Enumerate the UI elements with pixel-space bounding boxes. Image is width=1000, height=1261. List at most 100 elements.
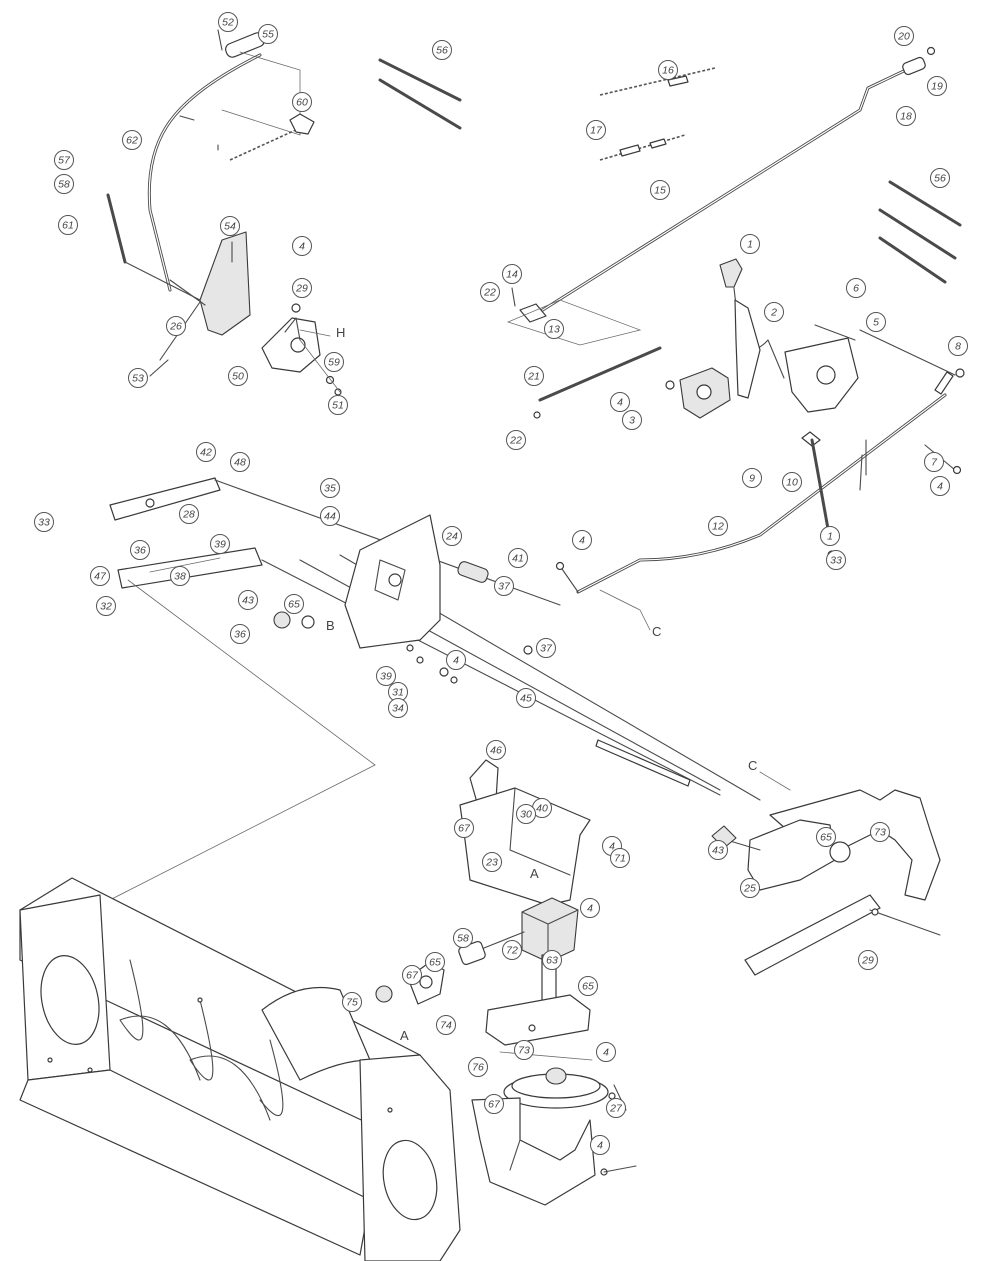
callout-number: 58	[58, 179, 70, 191]
callout-39: 39	[210, 534, 230, 554]
callout-number: 4	[597, 1140, 603, 1152]
callout-circle	[442, 526, 462, 546]
callout-circle	[228, 366, 248, 386]
callout-number: 35	[324, 483, 336, 495]
callout-number: 50	[232, 371, 244, 383]
callout-number: 5	[873, 317, 879, 329]
callout-number: 12	[712, 521, 724, 533]
callout-number: 48	[234, 457, 246, 469]
callout-number: 7	[931, 457, 938, 469]
callout-number: 29	[295, 283, 308, 295]
callout-8: 8	[948, 336, 968, 356]
callout-4: 4	[580, 898, 600, 918]
callout-62: 62	[122, 130, 142, 150]
callout-circle	[650, 180, 670, 200]
callout-number: 15	[654, 185, 666, 197]
callout-number: 53	[132, 373, 144, 385]
callout-number: 4	[453, 655, 459, 667]
callout-number: 10	[786, 477, 798, 489]
callout-22: 22	[480, 282, 500, 302]
callout-13: 13	[544, 319, 564, 339]
callout-circle	[658, 60, 678, 80]
callout-number: 27	[609, 1103, 623, 1115]
callout-number: 65	[429, 957, 441, 969]
callout-number: 57	[58, 155, 71, 167]
callout-52: 52	[218, 12, 238, 32]
callout-number: 67	[406, 970, 419, 982]
callout-26: 26	[166, 316, 186, 336]
callout-24: 24	[442, 526, 462, 546]
callout-circle	[894, 26, 914, 46]
callout-number: 21	[527, 371, 540, 383]
callout-48: 48	[230, 452, 250, 472]
callout-circle	[948, 336, 968, 356]
callout-number: 23	[485, 857, 498, 869]
callout-28: 28	[179, 504, 199, 524]
callout-circle	[927, 76, 947, 96]
callout-42: 42	[196, 442, 216, 462]
callout-number: 73	[518, 1045, 530, 1057]
callout-number: 73	[874, 827, 886, 839]
callout-circle	[230, 624, 250, 644]
callout-7: 7	[924, 452, 944, 472]
callout-60: 60	[292, 92, 312, 112]
callout-number: 32	[100, 601, 112, 613]
callout-circle	[486, 740, 506, 760]
callout-54: 54	[220, 216, 240, 236]
callout-circle	[425, 952, 445, 972]
callout-4: 4	[446, 650, 466, 670]
right-bracket-assembly: C	[711, 758, 941, 976]
callout-45: 45	[516, 688, 536, 708]
callout-circle	[516, 804, 536, 824]
callout-circle	[924, 452, 944, 472]
callout-circle	[896, 106, 916, 126]
callout-circle	[130, 540, 150, 560]
callout-number: 36	[134, 545, 146, 557]
callout-4: 4	[596, 1042, 616, 1062]
callout-12: 12	[708, 516, 728, 536]
callout-number: 4	[617, 397, 623, 409]
callout-number: 14	[506, 269, 518, 281]
callout-1: 1	[820, 526, 840, 546]
callout-number: 71	[614, 853, 626, 865]
callout-circle	[432, 40, 452, 60]
callout-57: 57	[54, 150, 74, 170]
callout-50: 50	[228, 366, 248, 386]
callout-33: 33	[826, 550, 846, 570]
callout-14: 14	[502, 264, 522, 284]
callout-number: 22	[483, 287, 496, 299]
callout-number: 19	[931, 81, 943, 93]
callout-56: 56	[930, 168, 950, 188]
callout-circle	[96, 596, 116, 616]
callout-number: 54	[224, 221, 236, 233]
callout-29: 29	[858, 950, 878, 970]
callout-number: 52	[222, 17, 234, 29]
callout-number: 62	[126, 135, 138, 147]
callout-circle	[622, 410, 642, 430]
callout-61: 61	[58, 215, 78, 235]
callout-circle	[866, 312, 886, 332]
callout-39: 39	[376, 666, 396, 686]
callout-number: 4	[579, 535, 585, 547]
callout-47: 47	[90, 566, 110, 586]
callout-number: 2	[770, 307, 777, 319]
callout-1: 1	[740, 234, 760, 254]
callout-number: 65	[582, 981, 594, 993]
callout-number: 4	[937, 481, 943, 493]
callout-59: 59	[324, 352, 344, 372]
callout-number: 76	[472, 1062, 484, 1074]
callout-53: 53	[128, 368, 148, 388]
callout-circle	[846, 278, 866, 298]
upper-handle-assembly: H	[106, 29, 345, 396]
callout-number: 63	[546, 955, 558, 967]
callout-number: 20	[897, 31, 910, 43]
callout-number: 39	[214, 539, 226, 551]
callout-72: 72	[502, 940, 522, 960]
callout-58: 58	[54, 174, 74, 194]
callout-number: 37	[498, 581, 511, 593]
callout-number: 45	[520, 693, 532, 705]
callout-circle	[708, 516, 728, 536]
callout-number: 1	[827, 531, 833, 543]
